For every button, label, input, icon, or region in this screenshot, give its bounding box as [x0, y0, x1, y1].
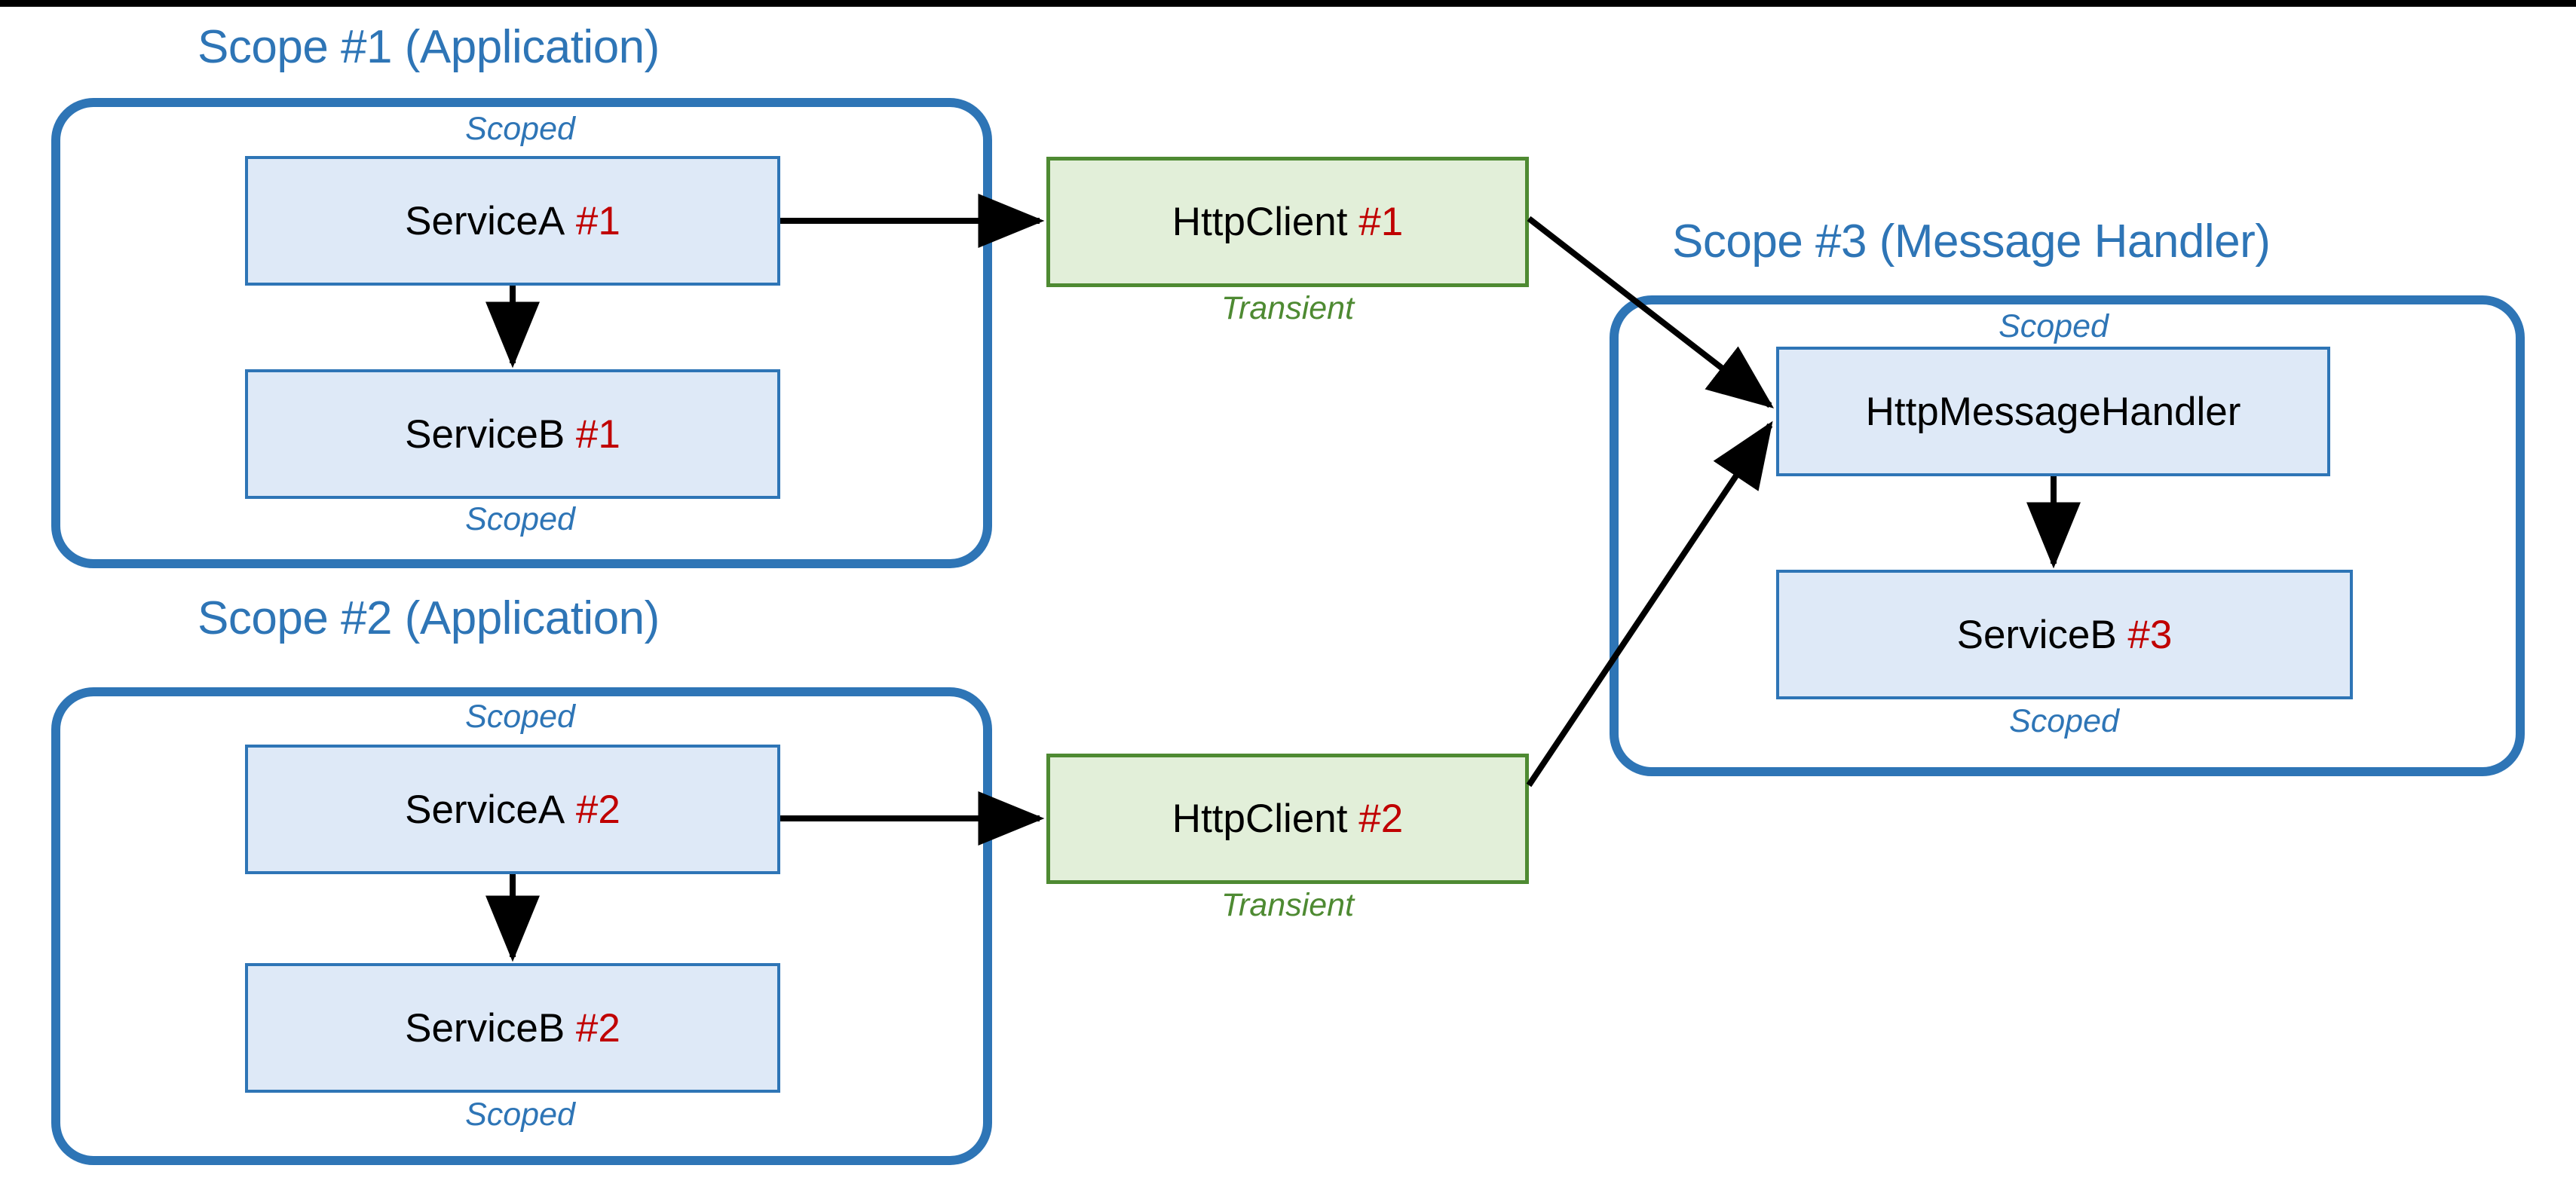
httpclient-2-lifetime-label: Transient [1221, 887, 1355, 923]
node-service-a-2[interactable]: ServiceA #2 [245, 745, 780, 874]
scope-3-top-lifetime-label: Scoped [1999, 308, 2109, 344]
node-service-a-2-name: ServiceA [405, 787, 565, 832]
node-service-a-1-name: ServiceA [405, 198, 565, 243]
node-service-b-2-name: ServiceB [405, 1005, 565, 1051]
scope-3-title: Scope #3 (Message Handler) [1672, 216, 2271, 268]
node-http-message-handler[interactable]: HttpMessageHandler [1776, 347, 2330, 476]
top-black-band [0, 0, 2576, 7]
scope-1-top-lifetime-label: Scoped [465, 111, 575, 147]
scope-2-bottom-lifetime-label: Scoped [465, 1096, 575, 1133]
node-service-b-1-index: #1 [575, 411, 620, 457]
node-service-b-2[interactable]: ServiceB #2 [245, 963, 780, 1093]
node-service-a-2-index: #2 [575, 787, 620, 832]
scope-1-bottom-lifetime-label: Scoped [465, 501, 575, 537]
scope-2-top-lifetime-label: Scoped [465, 699, 575, 735]
node-httpclient-1-index: #1 [1358, 200, 1404, 244]
node-service-b-3-name: ServiceB [1956, 612, 2117, 657]
node-service-b-3-index: #3 [2127, 612, 2173, 657]
node-service-a-1[interactable]: ServiceA #1 [245, 156, 780, 286]
node-httpclient-1-name: HttpClient [1172, 200, 1348, 244]
httpclient-1-lifetime-label: Transient [1221, 290, 1355, 326]
node-service-b-1[interactable]: ServiceB #1 [245, 369, 780, 499]
node-http-message-handler-name: HttpMessageHandler [1865, 389, 2241, 434]
node-service-b-1-name: ServiceB [405, 411, 565, 457]
node-service-b-2-index: #2 [575, 1005, 620, 1051]
scope-2-container [51, 687, 992, 1165]
node-service-b-3[interactable]: ServiceB #3 [1776, 570, 2353, 699]
node-httpclient-2-index: #2 [1358, 797, 1404, 841]
node-service-a-1-index: #1 [575, 198, 620, 243]
node-httpclient-1[interactable]: HttpClient #1 [1046, 157, 1529, 287]
node-httpclient-2[interactable]: HttpClient #2 [1046, 754, 1529, 884]
scope-1-title: Scope #1 (Application) [198, 21, 660, 73]
scope-2-title: Scope #2 (Application) [198, 592, 660, 644]
scope-3-bottom-lifetime-label: Scoped [2009, 703, 2119, 739]
node-httpclient-2-name: HttpClient [1172, 797, 1348, 841]
